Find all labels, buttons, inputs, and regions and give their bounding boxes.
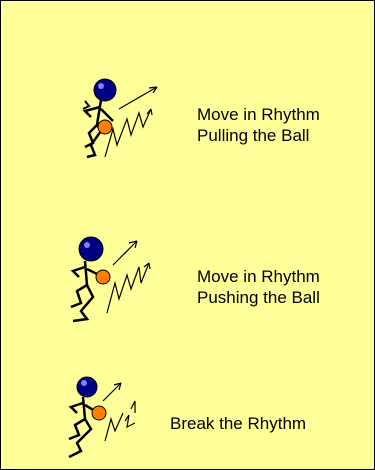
drill-caption: Break the Rhythm [170, 413, 306, 434]
caption-line: Break the Rhythm [170, 413, 306, 434]
ball-path-arrow-icon [85, 373, 165, 453]
